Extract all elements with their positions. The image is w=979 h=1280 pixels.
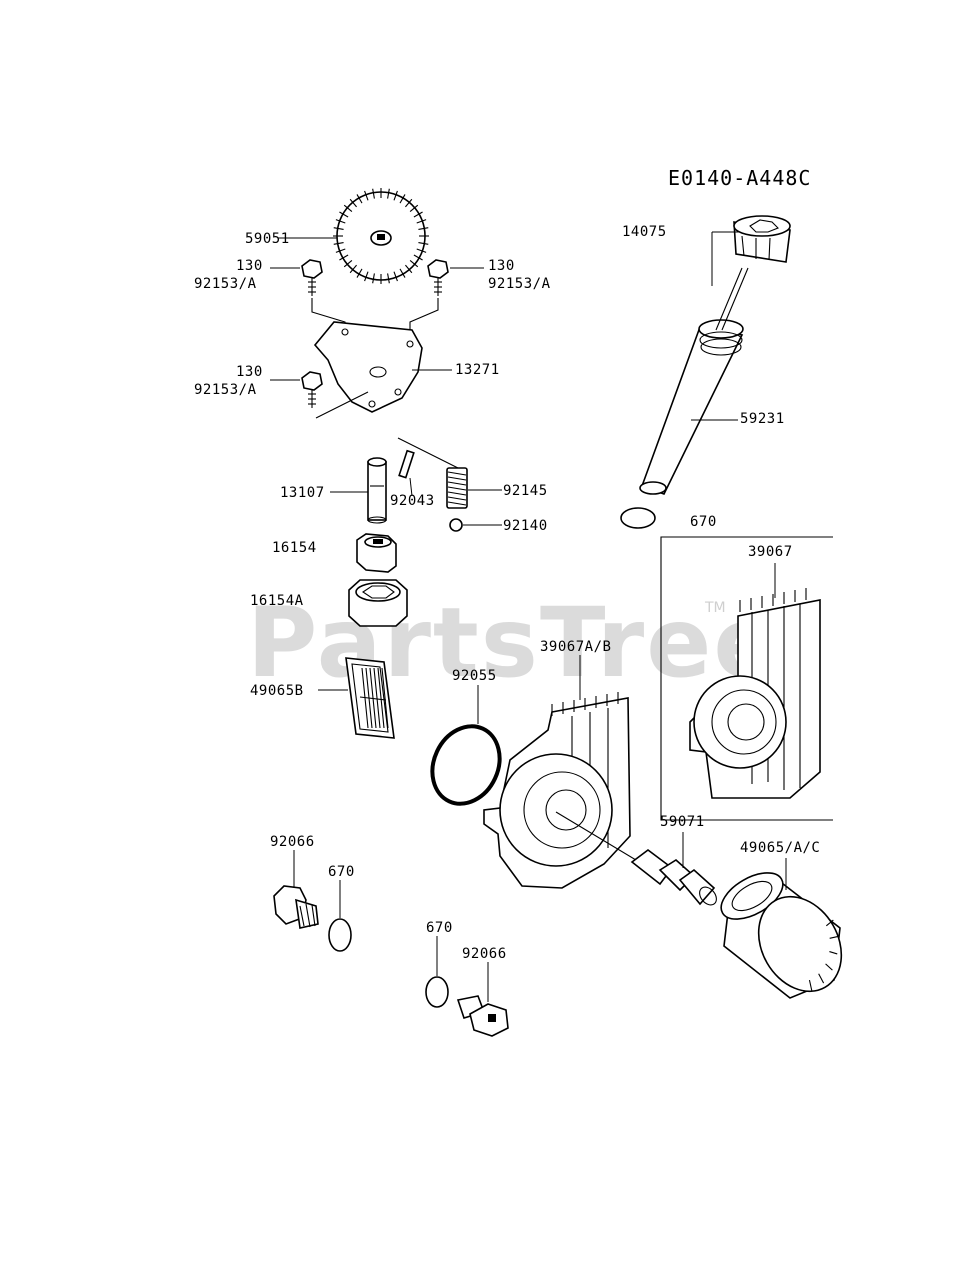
relief-ball[interactable] [449,518,463,532]
bolt-middle-left[interactable] [301,371,323,408]
oil-pump-gear[interactable] [333,188,429,284]
callout-59051[interactable]: 59051 [245,231,290,247]
callout-92153a-middle[interactable]: 92153/A [194,382,257,398]
outer-rotor[interactable] [348,579,408,627]
drive-pin[interactable] [398,449,415,479]
callout-92055[interactable]: 92055 [452,668,497,684]
callout-92153a-upper-right[interactable]: 92153/A [488,276,551,292]
callout-49065b[interactable]: 49065B [250,683,304,699]
bolt-upper-right[interactable] [427,259,449,296]
pump-shaft[interactable] [367,457,387,524]
oil-filler-tube[interactable] [639,319,744,495]
callout-14075[interactable]: 14075 [622,224,667,240]
oil-filter-cartridge[interactable] [714,863,858,1006]
watermark: PartsTree [247,587,780,699]
drain-plug-bottom[interactable] [456,995,509,1037]
bracket-o-ring[interactable] [420,715,512,815]
oil-filter-bracket[interactable] [483,692,631,889]
callout-92043[interactable]: 92043 [390,493,435,509]
callout-92145[interactable]: 92145 [503,483,548,499]
callout-92066-left[interactable]: 92066 [270,834,315,850]
callout-59071[interactable]: 59071 [660,814,705,830]
callout-130-upper-left[interactable]: 130 [236,258,263,274]
callout-39067ab[interactable]: 39067A/B [540,639,611,655]
inset-frame [660,536,833,821]
callout-59231[interactable]: 59231 [740,411,785,427]
callout-92140[interactable]: 92140 [503,518,548,534]
dipstick-cap[interactable] [715,215,791,331]
o-ring-bottom[interactable] [425,976,449,1008]
filter-nipple[interactable] [555,811,720,908]
pump-cover-plate[interactable] [313,321,423,413]
oil-filter-bracket-inset[interactable] [689,588,821,799]
o-ring-filler[interactable] [620,507,656,529]
inner-rotor[interactable] [356,533,397,573]
callout-16154a[interactable]: 16154A [250,593,304,609]
drain-plug-left[interactable] [273,885,319,929]
o-ring-left[interactable] [328,918,352,952]
callout-16154[interactable]: 16154 [272,540,317,556]
callout-13107[interactable]: 13107 [280,485,325,501]
callout-130-upper-right[interactable]: 130 [488,258,515,274]
callout-670-left[interactable]: 670 [328,864,355,880]
callout-49065ac[interactable]: 49065/A/C [740,840,820,856]
callout-92066-bottom[interactable]: 92066 [462,946,507,962]
callout-39067[interactable]: 39067 [748,544,793,560]
callout-670-tube[interactable]: 670 [690,514,717,530]
callout-670-bottom[interactable]: 670 [426,920,453,936]
relief-spring[interactable] [446,467,468,509]
diagram-code: E0140-A448C [668,166,811,190]
trademark-mark: TM [704,600,726,616]
oil-strainer[interactable] [345,657,395,739]
bolt-upper-left[interactable] [301,259,323,296]
callout-130-middle[interactable]: 130 [236,364,263,380]
callout-13271[interactable]: 13271 [455,362,500,378]
callout-92153a-upper-left[interactable]: 92153/A [194,276,257,292]
